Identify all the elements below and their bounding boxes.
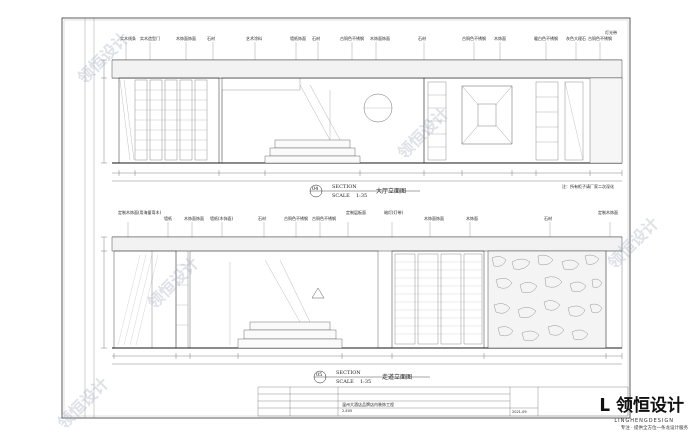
brand-name: 领恒设计 <box>616 396 684 416</box>
drawing-number: 2-E05 <box>342 409 353 413</box>
callout: 古铜色不锈钢 <box>588 36 612 41</box>
section-number: 05 <box>316 372 323 378</box>
callout: 实木造型门 <box>140 36 160 41</box>
section-word: SECTION <box>336 370 361 376</box>
callout: 古铜色不锈钢 <box>462 36 486 41</box>
callout: 木饰面饰面 <box>370 36 390 41</box>
callout: 实木线条 <box>120 36 136 41</box>
callout: 木饰面饰面 <box>184 216 204 221</box>
brand-logo: ᒪ 领恒设计 <box>599 391 684 416</box>
project-name: 温州大酒店品牌店内装饰工程 <box>342 402 394 407</box>
callout: 灰色大理石 <box>566 36 586 41</box>
section-word: SECTION <box>332 184 357 190</box>
callout: 石材 <box>207 36 215 41</box>
brand-sub: LINGHENGDESIGN <box>614 418 674 424</box>
callout: 石材 <box>418 36 426 41</box>
callout: 暗灯(灯带) <box>384 210 404 215</box>
brand-tagline: 专注 · 提供全方位一条龙设计服务 <box>620 426 688 431</box>
section-number: 04 <box>312 186 319 192</box>
callout: 石材 <box>312 36 320 41</box>
elevation-05 <box>101 222 623 384</box>
logo-mark-icon: ᒪ <box>599 396 611 416</box>
scale-word: SCALE <box>332 193 350 199</box>
callout: 灯光带 <box>605 30 617 35</box>
callout: 墙纸饰面 <box>290 36 306 41</box>
drawing-title: 走道立面图 <box>382 374 413 381</box>
drawing-date: 2021-09 <box>512 410 527 414</box>
callout: 木饰面 <box>494 36 506 41</box>
callout: 石材 <box>544 216 552 221</box>
callout: 木饰面饰面 <box>424 216 444 221</box>
callout: 暖白色不锈钢 <box>534 36 558 41</box>
callout: 定制层板面 <box>346 210 366 215</box>
scale-word: SCALE <box>336 379 354 385</box>
title-block-lines <box>257 386 629 417</box>
callout: 石材 <box>258 216 266 221</box>
callout: 木饰面 <box>466 216 478 221</box>
callout: 古铜色不锈钢 <box>284 216 308 221</box>
drawing-title: 大厅立面图 <box>376 188 407 195</box>
callout: 艺术涂料 <box>246 36 262 41</box>
elevation-04 <box>101 42 623 198</box>
callout: 古铜色不锈钢 <box>340 36 364 41</box>
callout: 古铜色不锈钢 <box>312 216 336 221</box>
drawing-note: 注：所有柜子请厂家二次深化 <box>562 184 614 189</box>
scale-value: 1:35 <box>360 379 372 385</box>
callout: 墙纸 <box>164 216 172 221</box>
scale-value: 1:35 <box>356 193 368 199</box>
callout: 木饰面饰面 <box>176 36 196 41</box>
callout: 定制木饰面(用海量弯木) <box>118 210 162 215</box>
callout: 定制木饰面 <box>598 210 618 215</box>
callout: 墙纸(木饰面) <box>210 216 234 221</box>
